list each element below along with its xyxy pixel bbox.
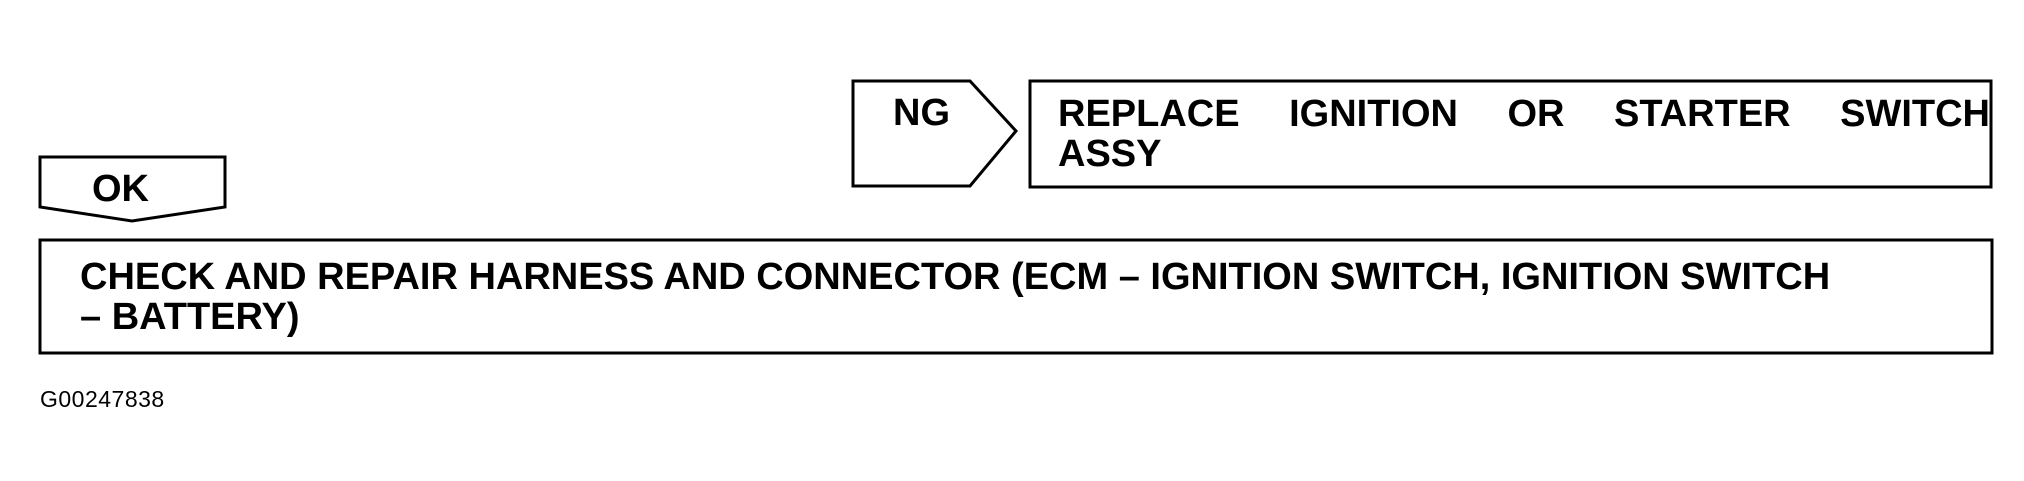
figure-id: G00247838	[40, 386, 165, 412]
ng-arrow-box	[851, 79, 1018, 188]
replace-action-box	[1028, 79, 1993, 189]
check-repair-text: CHECK AND REPAIR HARNESS AND CONNECTOR (…	[80, 257, 1960, 337]
replace-action-line-1: REPLACE IGNITION OR STARTER SWITCH	[1058, 93, 1990, 135]
check-repair-box	[38, 238, 1994, 355]
ok-label: OK	[92, 168, 149, 210]
replace-action-text: REPLACE IGNITION OR STARTER SWITCH ASSY	[1058, 94, 1990, 174]
check-repair-line-1: CHECK AND REPAIR HARNESS AND CONNECTOR (…	[80, 256, 1831, 298]
ok-down-tab-box	[38, 155, 227, 223]
check-repair-line-2: – BATTERY)	[80, 296, 300, 338]
ng-label: NG	[893, 92, 950, 134]
replace-action-line-2: ASSY	[1058, 133, 1162, 175]
